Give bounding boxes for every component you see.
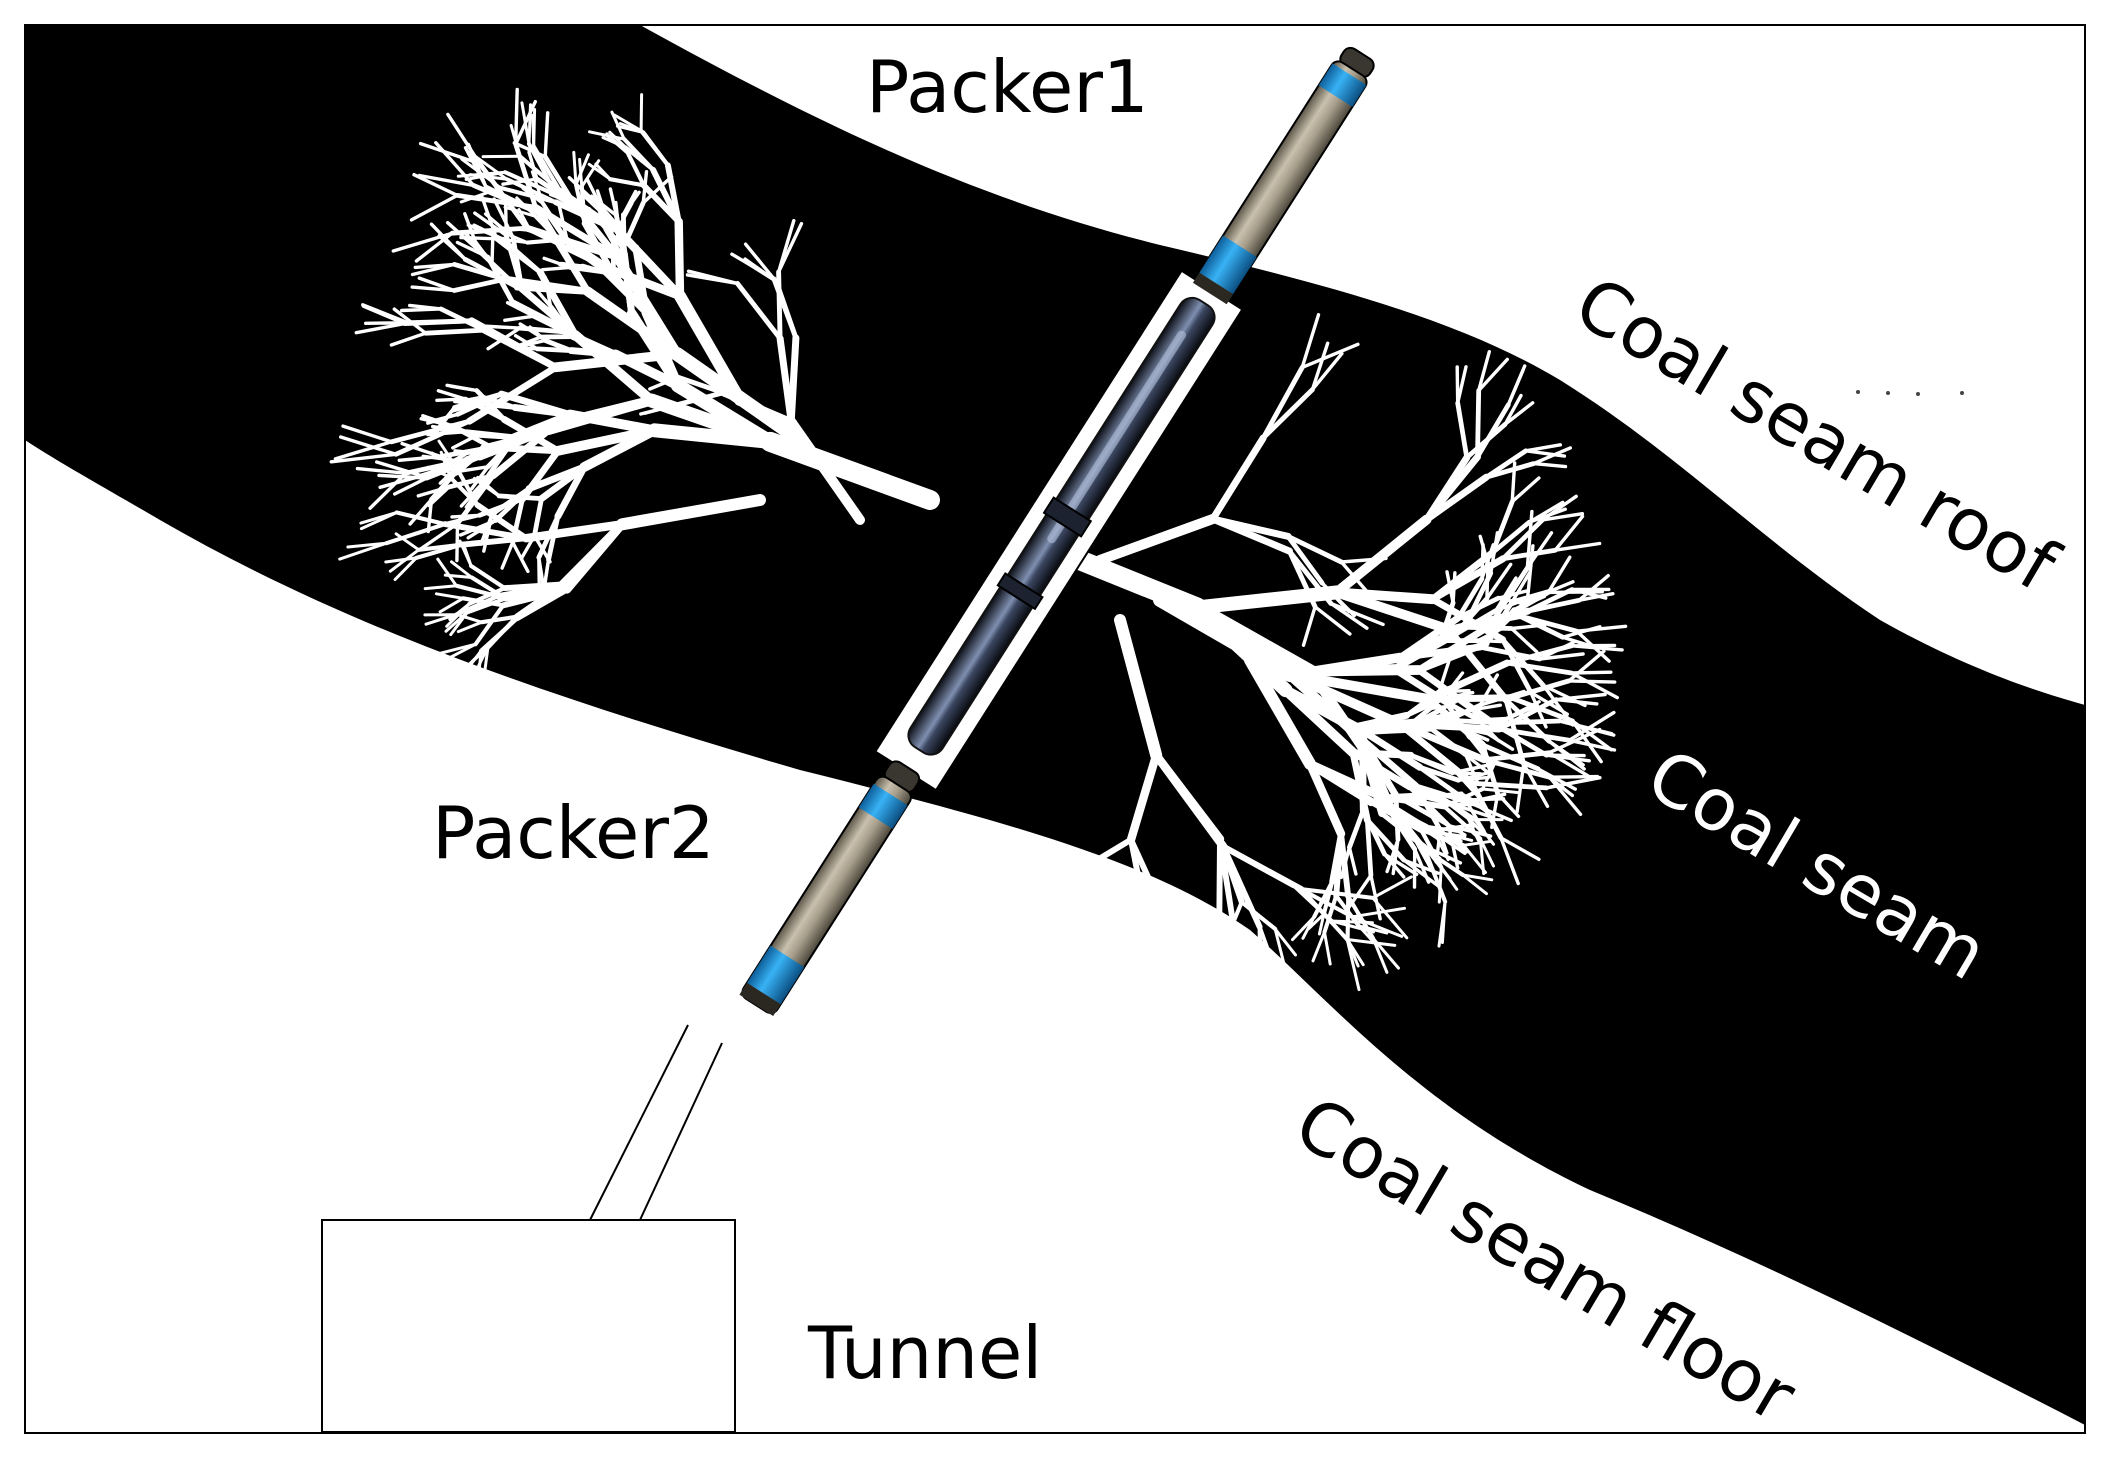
fracture-branch — [516, 89, 518, 144]
label-packer1: Packer1 — [866, 45, 1149, 129]
fracture-branch — [791, 338, 796, 422]
fracture-branch — [641, 95, 642, 131]
fracture-branch — [1464, 627, 1511, 628]
tunnel-box — [322, 1220, 735, 1432]
fracture-branch — [1248, 977, 1249, 1023]
fracture-branch — [1569, 681, 1615, 682]
fracture-branch — [1571, 672, 1610, 673]
label-packer2: Packer2 — [432, 791, 715, 875]
fracture-branch — [1457, 804, 1484, 805]
fracture-branch — [1548, 592, 1602, 593]
label-tunnel: Tunnel — [807, 1311, 1042, 1395]
fracture-branch — [679, 222, 680, 296]
fracture-branch — [1260, 927, 1261, 1002]
fracture-branch — [426, 330, 485, 333]
fracture-branch — [1428, 698, 1511, 699]
fracture-branch — [533, 115, 534, 146]
fracture-branch — [1383, 795, 1437, 798]
fracture-branch — [1332, 921, 1373, 923]
fracture-branch — [1336, 592, 1432, 599]
fracture-branch — [543, 267, 571, 269]
fracture-branch — [1478, 718, 1507, 720]
fracture-branch — [437, 399, 465, 400]
fracture-branch — [1493, 721, 1560, 723]
fracture-branch — [529, 105, 531, 144]
fracture-branch — [1348, 896, 1349, 940]
